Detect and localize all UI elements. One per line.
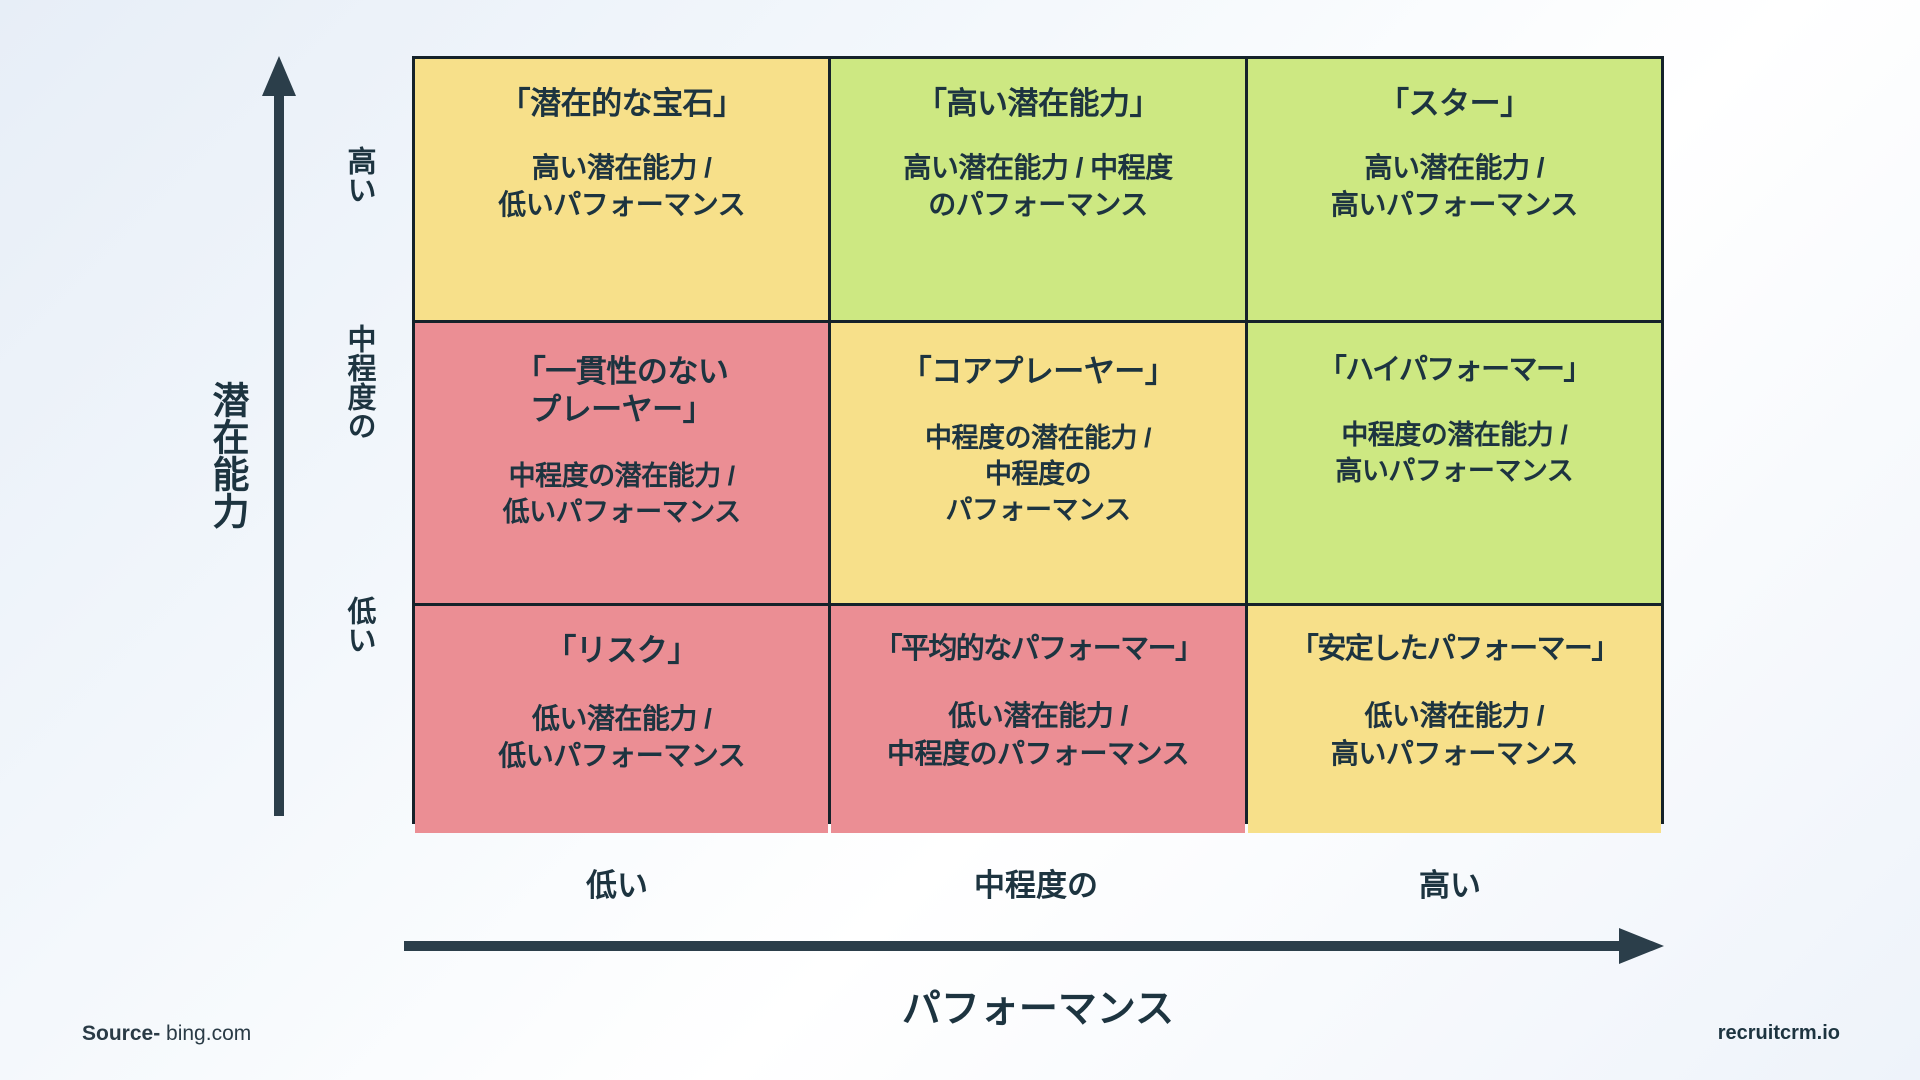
cell-title: 「一貫性のない プレーヤー」	[514, 354, 729, 427]
x-tick-medium: 中程度の	[974, 868, 1098, 903]
cell-description: 中程度の潜在能力 / 高いパフォーマンス	[1335, 420, 1574, 487]
cell-description: 低い潜在能力 / 中程度のパフォーマンス	[887, 700, 1189, 769]
cell-title: 「高い潜在能力」	[915, 86, 1161, 121]
y-axis-arrow-icon	[262, 56, 296, 816]
grid-cell-high-low[interactable]: 「潜在的な宝石」 高い潜在能力 / 低いパフォーマンス	[415, 59, 829, 320]
cell-title: 「ハイパフォーマー」	[1317, 354, 1592, 386]
cell-title: 「安定したパフォーマー」	[1289, 633, 1620, 665]
y-axis-title: 潜在能力	[207, 381, 248, 529]
grid-cell-medium-high[interactable]: 「ハイパフォーマー」 中程度の潜在能力 / 高いパフォーマンス	[1247, 323, 1661, 603]
grid-cell-high-high[interactable]: 「スター」 高い潜在能力 / 高いパフォーマンス	[1247, 59, 1661, 320]
grid-cell-low-medium[interactable]: 「平均的なパフォーマー」 低い潜在能力 / 中程度のパフォーマンス	[831, 606, 1245, 833]
cell-title: 「コアプレーヤー」	[900, 354, 1176, 389]
y-tick-low: 低い	[343, 596, 375, 654]
grid-cell-medium-low[interactable]: 「一貫性のない プレーヤー」 中程度の潜在能力 / 低いパフォーマンス	[415, 323, 829, 603]
cell-title: 「潜在的な宝石」	[499, 86, 745, 121]
grid-cell-low-low[interactable]: 「リスク」 低い潜在能力 / 低いパフォーマンス	[415, 606, 829, 833]
x-axis-arrow-icon	[404, 928, 1664, 964]
source-label: Source-	[82, 1022, 161, 1045]
cell-description: 高い潜在能力 / 高いパフォーマンス	[1330, 151, 1578, 221]
x-axis-title: パフォーマンス	[901, 988, 1175, 1031]
source-value: bing.com	[166, 1022, 252, 1045]
cell-title: 「スター」	[1378, 86, 1531, 121]
cell-title: 「平均的なパフォーマー」	[873, 633, 1204, 665]
cell-description: 低い潜在能力 / 高いパフォーマンス	[1330, 700, 1578, 769]
brand-watermark: recruitcrm.io	[1717, 1022, 1840, 1044]
cell-description: 高い潜在能力 / 低いパフォーマンス	[498, 151, 746, 221]
grid-cell-high-medium[interactable]: 「高い潜在能力」 高い潜在能力 / 中程度 のパフォーマンス	[831, 59, 1245, 320]
cell-description: 中程度の潜在能力 / 低いパフォーマンス	[502, 460, 741, 527]
cell-description: 中程度の潜在能力 / 中程度の パフォーマンス	[924, 422, 1152, 525]
nine-box-grid: 「潜在的な宝石」 高い潜在能力 / 低いパフォーマンス 「高い潜在能力」 高い潜…	[412, 56, 1664, 833]
y-tick-medium: 中程度の	[343, 324, 375, 440]
x-tick-high: 高い	[1419, 868, 1481, 903]
cell-description: 低い潜在能力 / 低いパフォーマンス	[498, 702, 746, 772]
cell-description: 高い潜在能力 / 中程度 のパフォーマンス	[903, 151, 1173, 221]
grid-cell-low-high[interactable]: 「安定したパフォーマー」 低い潜在能力 / 高いパフォーマンス	[1247, 606, 1661, 833]
source-note: Source- bing.com	[82, 1022, 251, 1046]
cell-title: 「リスク」	[545, 633, 698, 668]
y-tick-high: 高い	[343, 146, 375, 204]
x-tick-low: 低い	[586, 868, 648, 903]
grid-cell-medium-medium[interactable]: 「コアプレーヤー」 中程度の潜在能力 / 中程度の パフォーマンス	[831, 323, 1245, 603]
